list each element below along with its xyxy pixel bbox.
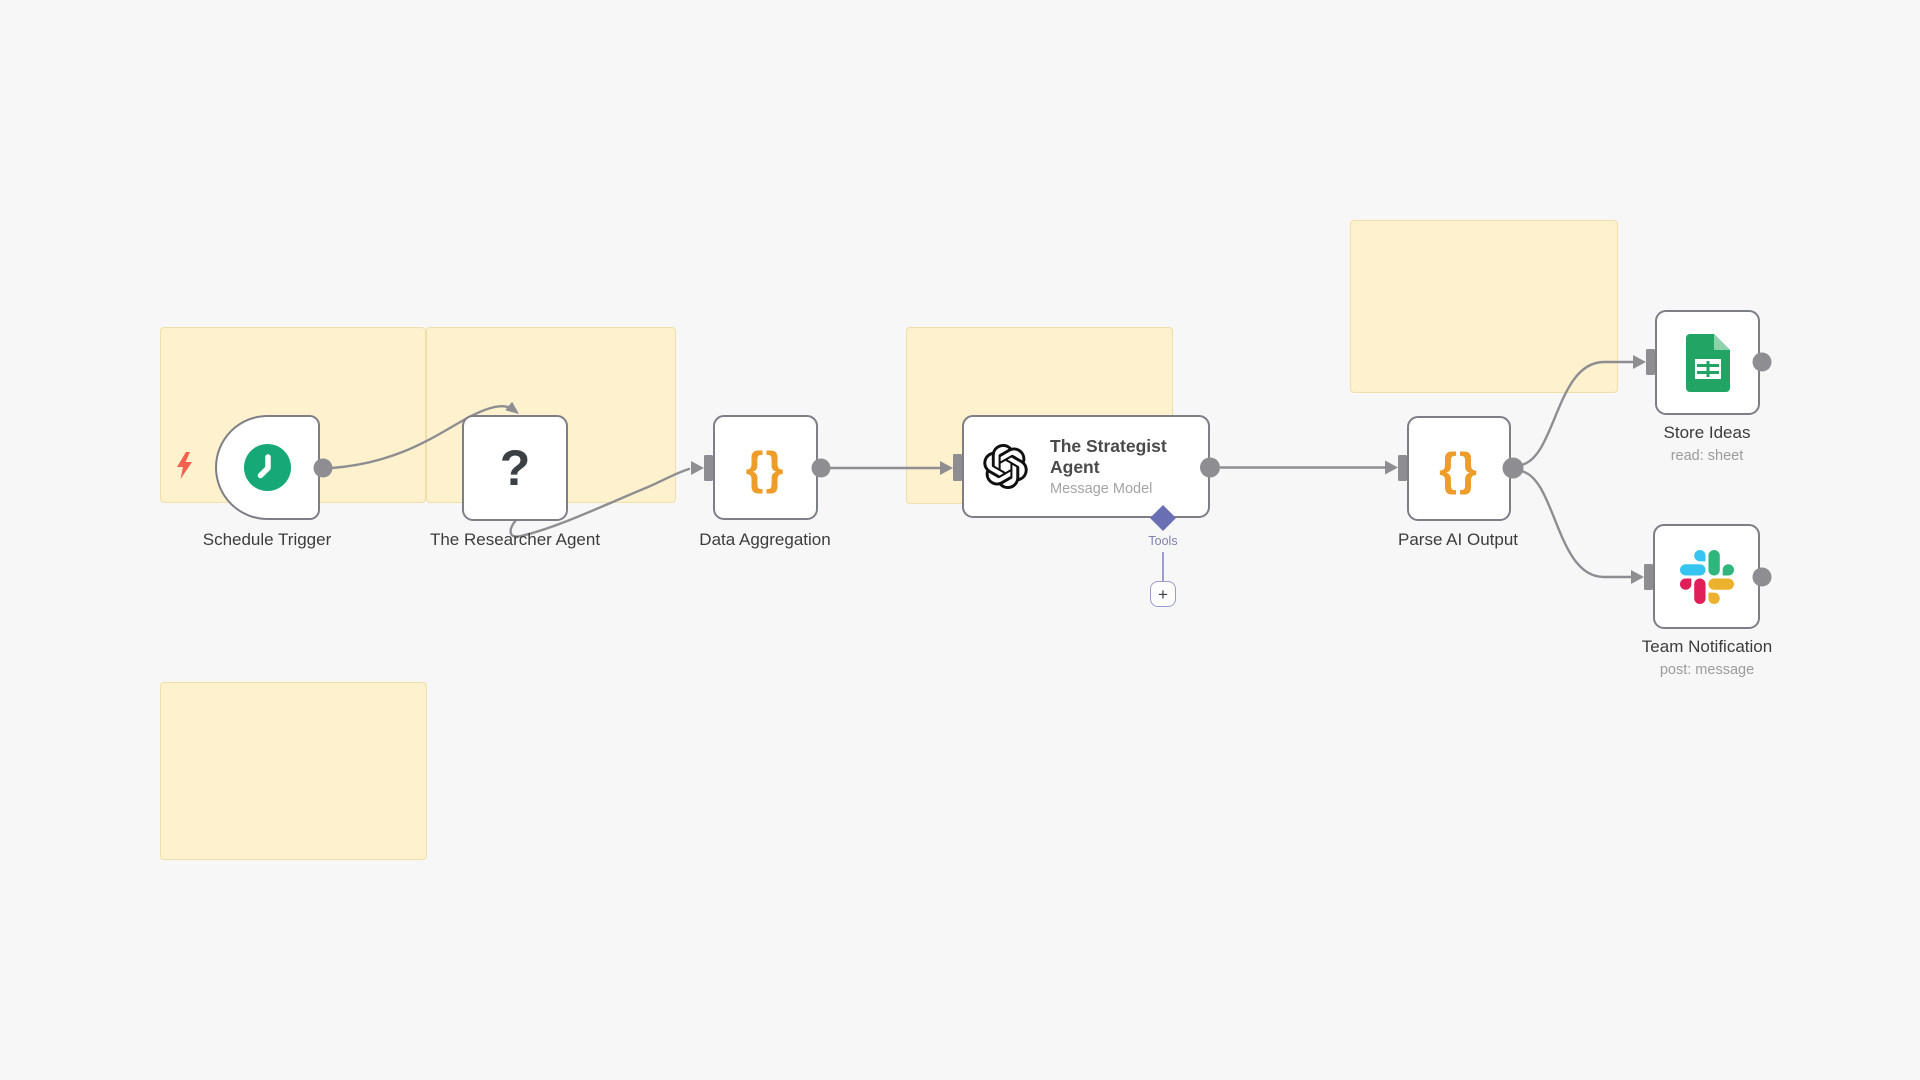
node-label: Store Ideas	[1663, 423, 1751, 442]
arrowhead-icon	[1633, 355, 1646, 369]
tools-connector-line	[1162, 552, 1164, 581]
output-port[interactable]	[1200, 457, 1220, 478]
node-sublabel: post: message	[1659, 662, 1755, 678]
input-port[interactable]	[1644, 564, 1653, 590]
input-port[interactable]	[1398, 455, 1407, 481]
add-tool-button[interactable]: +	[1150, 581, 1176, 607]
node-label: Team Notification	[1641, 637, 1773, 656]
node-parse-ai-output[interactable]: {}	[1407, 416, 1511, 521]
arrowhead-icon	[1631, 570, 1644, 584]
sticky-note[interactable]	[160, 682, 427, 860]
output-port[interactable]	[1752, 567, 1772, 587]
node-title: The Strategist Agent	[1050, 436, 1167, 477]
question-mark-icon: ?	[499, 440, 531, 496]
output-port[interactable]	[811, 458, 831, 478]
output-port[interactable]	[313, 458, 333, 478]
node-label: Parse AI Output	[1397, 530, 1519, 549]
connection-researcher-to-aggregation[interactable]	[509, 467, 691, 538]
node-subtitle: Message Model	[1050, 481, 1153, 497]
node-sublabel: read: sheet	[1670, 448, 1744, 464]
input-port[interactable]	[953, 454, 962, 481]
clock-icon	[244, 444, 291, 491]
sticky-note[interactable]	[1350, 220, 1618, 393]
connection-parse-to-team[interactable]	[1519, 469, 1634, 579]
node-label: Data Aggregation	[699, 530, 831, 549]
slack-icon	[1679, 549, 1734, 604]
arrowhead-icon	[691, 461, 704, 475]
input-port[interactable]	[704, 455, 713, 481]
output-port[interactable]	[1752, 352, 1772, 372]
node-store-ideas[interactable]	[1655, 310, 1760, 415]
node-team-notification[interactable]	[1653, 524, 1760, 629]
google-sheets-icon	[1685, 333, 1730, 392]
curly-braces-icon: {}	[1439, 442, 1479, 495]
output-port[interactable]	[1502, 457, 1524, 479]
curly-braces-icon: {}	[745, 441, 786, 494]
arrowhead-icon	[1385, 460, 1398, 475]
arrowhead-icon	[940, 461, 953, 475]
node-label: Schedule Trigger	[202, 530, 332, 549]
node-schedule-trigger[interactable]	[215, 415, 320, 520]
lightning-bolt-icon	[177, 452, 192, 479]
tools-label: Tools	[1148, 534, 1178, 548]
tools-connector-diamond-icon[interactable]	[1150, 505, 1176, 531]
connection-trigger-to-researcher[interactable]	[330, 405, 510, 470]
node-data-aggregation[interactable]: {}	[713, 415, 818, 520]
node-strategist-agent[interactable]: The Strategist Agent Message Model	[962, 415, 1210, 518]
openai-icon	[983, 444, 1028, 489]
node-label: The Researcher Agent	[429, 530, 601, 549]
input-port[interactable]	[1646, 349, 1655, 375]
arrowhead-icon	[505, 401, 519, 414]
connection-parse-to-store[interactable]	[1519, 360, 1636, 467]
node-researcher-agent[interactable]: ?	[462, 415, 568, 521]
